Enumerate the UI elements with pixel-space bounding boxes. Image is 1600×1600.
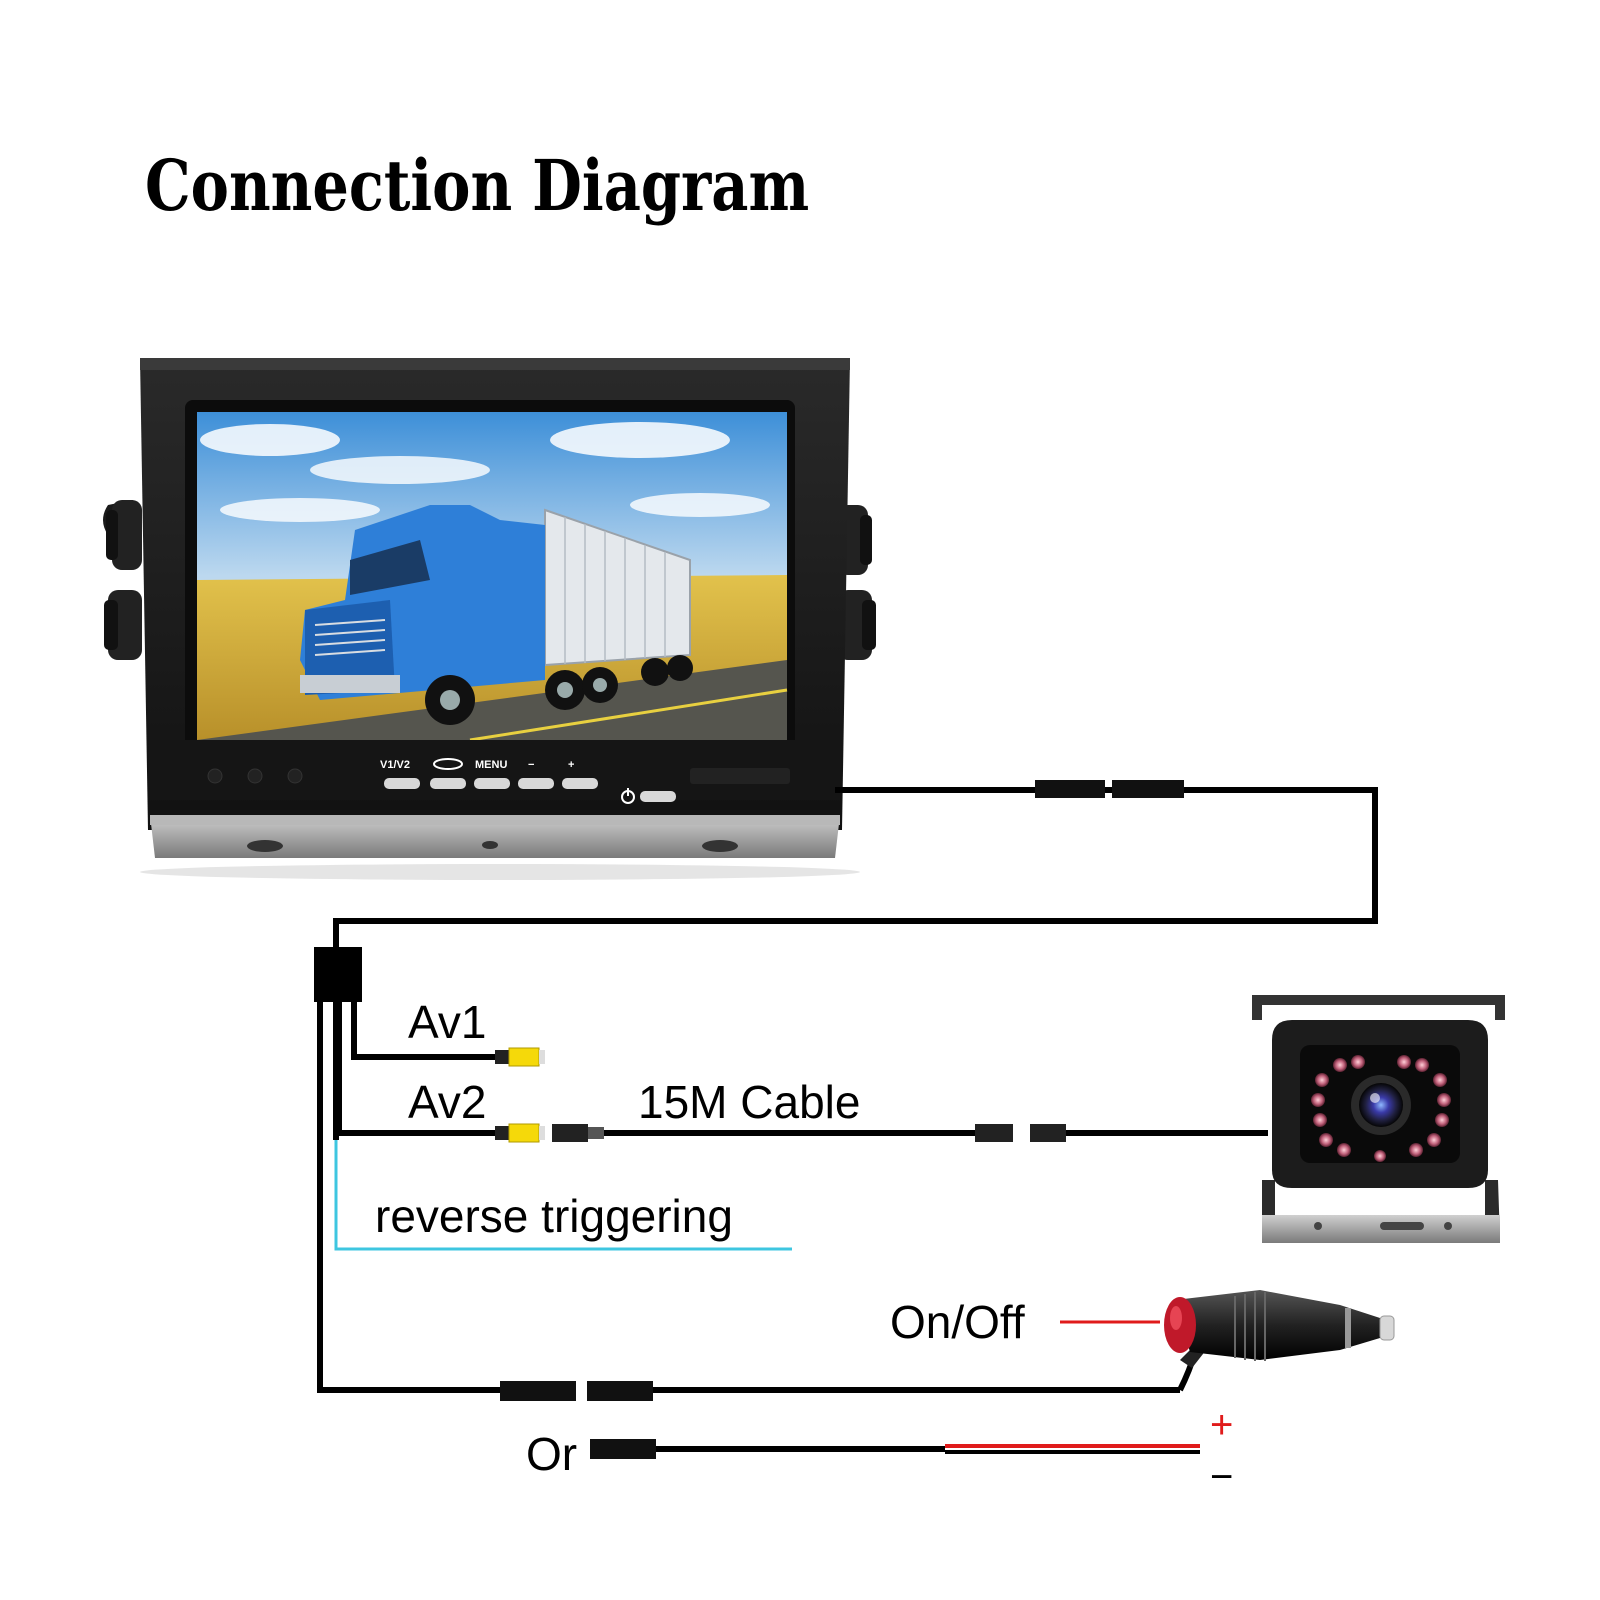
backup-camera-icon — [1252, 995, 1505, 1243]
cable-connector-top — [1035, 780, 1184, 798]
plus-button[interactable] — [562, 778, 598, 789]
power-connector — [500, 1381, 653, 1401]
button-label-plus: + — [568, 759, 574, 771]
power-wire — [317, 1000, 500, 1393]
diagram-title: Connection Diagram — [145, 145, 809, 227]
av1-rca-plug — [495, 1047, 545, 1067]
positive-label: + — [1210, 1403, 1233, 1447]
av1-label: Av1 — [408, 996, 486, 1048]
mode-button[interactable] — [430, 778, 466, 789]
power-button[interactable] — [640, 791, 676, 802]
hardwire-connector — [590, 1439, 656, 1459]
cable-splitter — [314, 947, 362, 1002]
mode-oval-icon — [433, 758, 463, 770]
monitor-screen — [197, 412, 788, 742]
extension-cable — [552, 1124, 1268, 1142]
negative-label: − — [1210, 1455, 1233, 1499]
main-cable — [333, 787, 1378, 950]
monitor-icon: V1/V2 MENU − + — [103, 358, 876, 880]
reverse-trigger-label: reverse triggering — [375, 1190, 733, 1242]
cigarette-lighter-plug-icon — [1164, 1290, 1395, 1368]
v1v2-button[interactable] — [384, 778, 420, 789]
camera-lens — [1359, 1083, 1403, 1127]
av1-wire — [351, 1000, 495, 1060]
button-label-v1v2: V1/V2 — [380, 759, 410, 771]
button-label-menu: MENU — [475, 759, 507, 771]
minus-button[interactable] — [518, 778, 554, 789]
power-icon — [621, 788, 635, 804]
menu-button[interactable] — [474, 778, 510, 789]
button-label-minus: − — [528, 759, 534, 771]
onoff-label: On/Off — [890, 1296, 1025, 1348]
or-label: Or — [526, 1428, 577, 1480]
ir-leds — [1311, 1055, 1451, 1162]
cable-length-label: 15M Cable — [638, 1076, 860, 1128]
av2-rca-plug — [495, 1123, 545, 1143]
av2-label: Av2 — [408, 1076, 486, 1128]
